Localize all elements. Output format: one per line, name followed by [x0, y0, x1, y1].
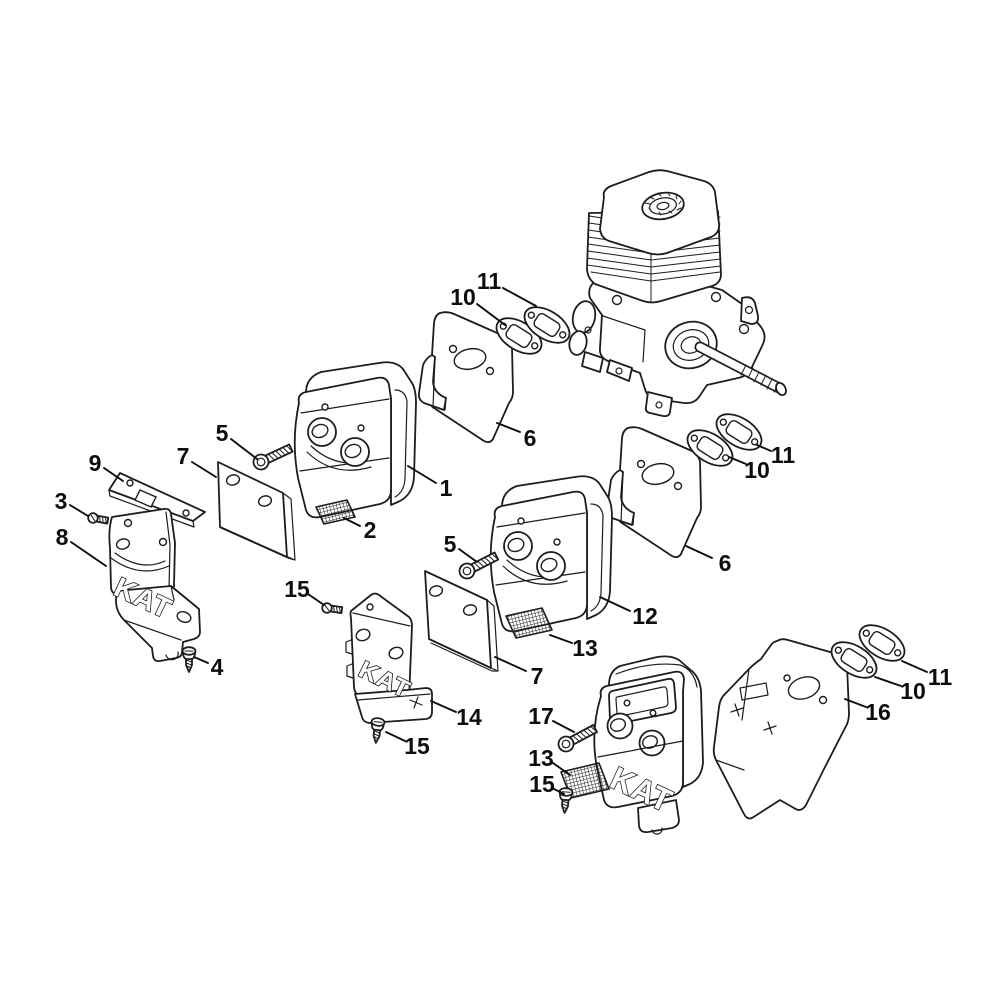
- part-number-label-5-5: 5: [216, 420, 229, 446]
- part-number-label-16-24: 16: [865, 699, 891, 725]
- part-number-label-10-25: 10: [900, 678, 926, 704]
- engine-cylinder-assembly: [568, 169, 787, 418]
- part-number-label-7-15: 7: [531, 663, 544, 689]
- callout-leader-17-18: [552, 720, 575, 733]
- part-number-label-13-19: 13: [528, 745, 554, 771]
- part-11-gasket-c: [858, 624, 906, 662]
- part-kat-muffler-bottom: KAT: [593, 655, 704, 835]
- part-number-label-14-16: 14: [456, 704, 482, 730]
- callout-leader-12-13: [599, 596, 631, 612]
- part-12-muffler: [489, 475, 613, 633]
- carburetor-side-detail: [568, 300, 604, 373]
- part-number-label-5-12: 5: [444, 531, 457, 557]
- part-6-heat-shield-middle: [605, 426, 702, 559]
- callout-leader-1-3: [407, 465, 437, 484]
- callout-leader-15-20: [553, 788, 565, 795]
- callout-leader-5-12: [458, 548, 478, 563]
- part-number-label-4-10: 4: [211, 654, 224, 680]
- part-3-screw: [87, 512, 110, 525]
- part-11-gasket-b: [715, 413, 763, 451]
- part-number-label-6-2: 6: [524, 425, 537, 451]
- spark-plug-boss: [641, 191, 685, 221]
- callout-leader-9-6: [103, 467, 124, 482]
- callout-leader-6-2: [496, 422, 521, 433]
- callout-layer: 1110612593874155121371415171315610111610…: [55, 268, 953, 797]
- part-number-label-8-8: 8: [56, 524, 69, 550]
- callout-leader-2-4: [343, 517, 361, 527]
- callout-leader-10-1: [476, 303, 506, 326]
- part-number-label-17-18: 17: [528, 703, 554, 729]
- callout-leader-11-26: [901, 660, 928, 673]
- callout-leader-8-8: [70, 541, 107, 567]
- part-10-gasket-c: [830, 641, 878, 679]
- part-number-label-7-9: 7: [177, 443, 190, 469]
- part-11-gasket-a: [523, 306, 571, 344]
- part-17-screw: [557, 724, 598, 753]
- part-1-muffler: [293, 361, 417, 519]
- callout-leader-6-21: [685, 545, 713, 559]
- part-9-gasket-plate: [108, 472, 206, 528]
- part-number-label-15-11: 15: [284, 576, 310, 602]
- part-10-gasket-b: [686, 429, 734, 467]
- part-8-kat-bracket: KAT: [108, 507, 201, 663]
- part-number-label-15-20: 15: [529, 771, 555, 797]
- part-number-label-1-3: 1: [440, 475, 453, 501]
- callout-leader-4-10: [193, 656, 209, 664]
- part-16-heat-shield: [712, 638, 850, 820]
- part-number-label-6-21: 6: [719, 550, 732, 576]
- part-number-label-10-1: 10: [450, 284, 476, 310]
- part-number-label-15-17: 15: [404, 733, 430, 759]
- callout-leader-7-15: [494, 656, 527, 672]
- part-number-label-2-4: 2: [364, 517, 377, 543]
- part-number-label-13-14: 13: [572, 635, 598, 661]
- callout-leader-16-24: [844, 698, 867, 708]
- part-number-label-12-13: 12: [632, 603, 658, 629]
- part-14-kat-bracket: KAT: [345, 592, 433, 724]
- crankcase-boss-hole: [611, 294, 623, 306]
- part-7-plate-left: [217, 461, 296, 561]
- part-number-label-3-7: 3: [55, 488, 68, 514]
- callout-leader-10-22: [728, 456, 747, 465]
- part-5-screw-b: [458, 551, 500, 580]
- crankshaft: [664, 320, 787, 397]
- callout-leader-13-19: [552, 762, 571, 776]
- part-number-label-11-26: 11: [928, 664, 953, 690]
- callout-leader-15-11: [307, 593, 325, 606]
- callout-leader-11-0: [502, 287, 537, 307]
- callout-leader-15-17: [385, 731, 406, 742]
- part-number-label-11-0: 11: [477, 268, 502, 294]
- part-13-spark-arrestor-screen-a: [505, 607, 553, 639]
- part-5-screw-a: [252, 443, 294, 471]
- part-number-label-9-6: 9: [89, 450, 102, 476]
- part-number-label-11-23: 11: [771, 442, 796, 468]
- part-7-plate-middle: [424, 570, 499, 672]
- callout-leader-3-7: [69, 504, 89, 517]
- callout-leader-13-14: [549, 634, 573, 644]
- callout-leader-7-9: [191, 461, 217, 478]
- callout-leader-5-5: [230, 438, 258, 460]
- callout-leader-11-23: [756, 444, 772, 452]
- part-4-screw: [181, 646, 197, 673]
- part-15-screw-a: [321, 602, 344, 614]
- callout-leader-14-16: [430, 700, 457, 713]
- part-15-screw-b: [370, 717, 386, 744]
- part-number-label-10-22: 10: [744, 457, 770, 483]
- callout-leader-10-25: [874, 676, 902, 687]
- part-6-heat-shield-top: [417, 311, 514, 444]
